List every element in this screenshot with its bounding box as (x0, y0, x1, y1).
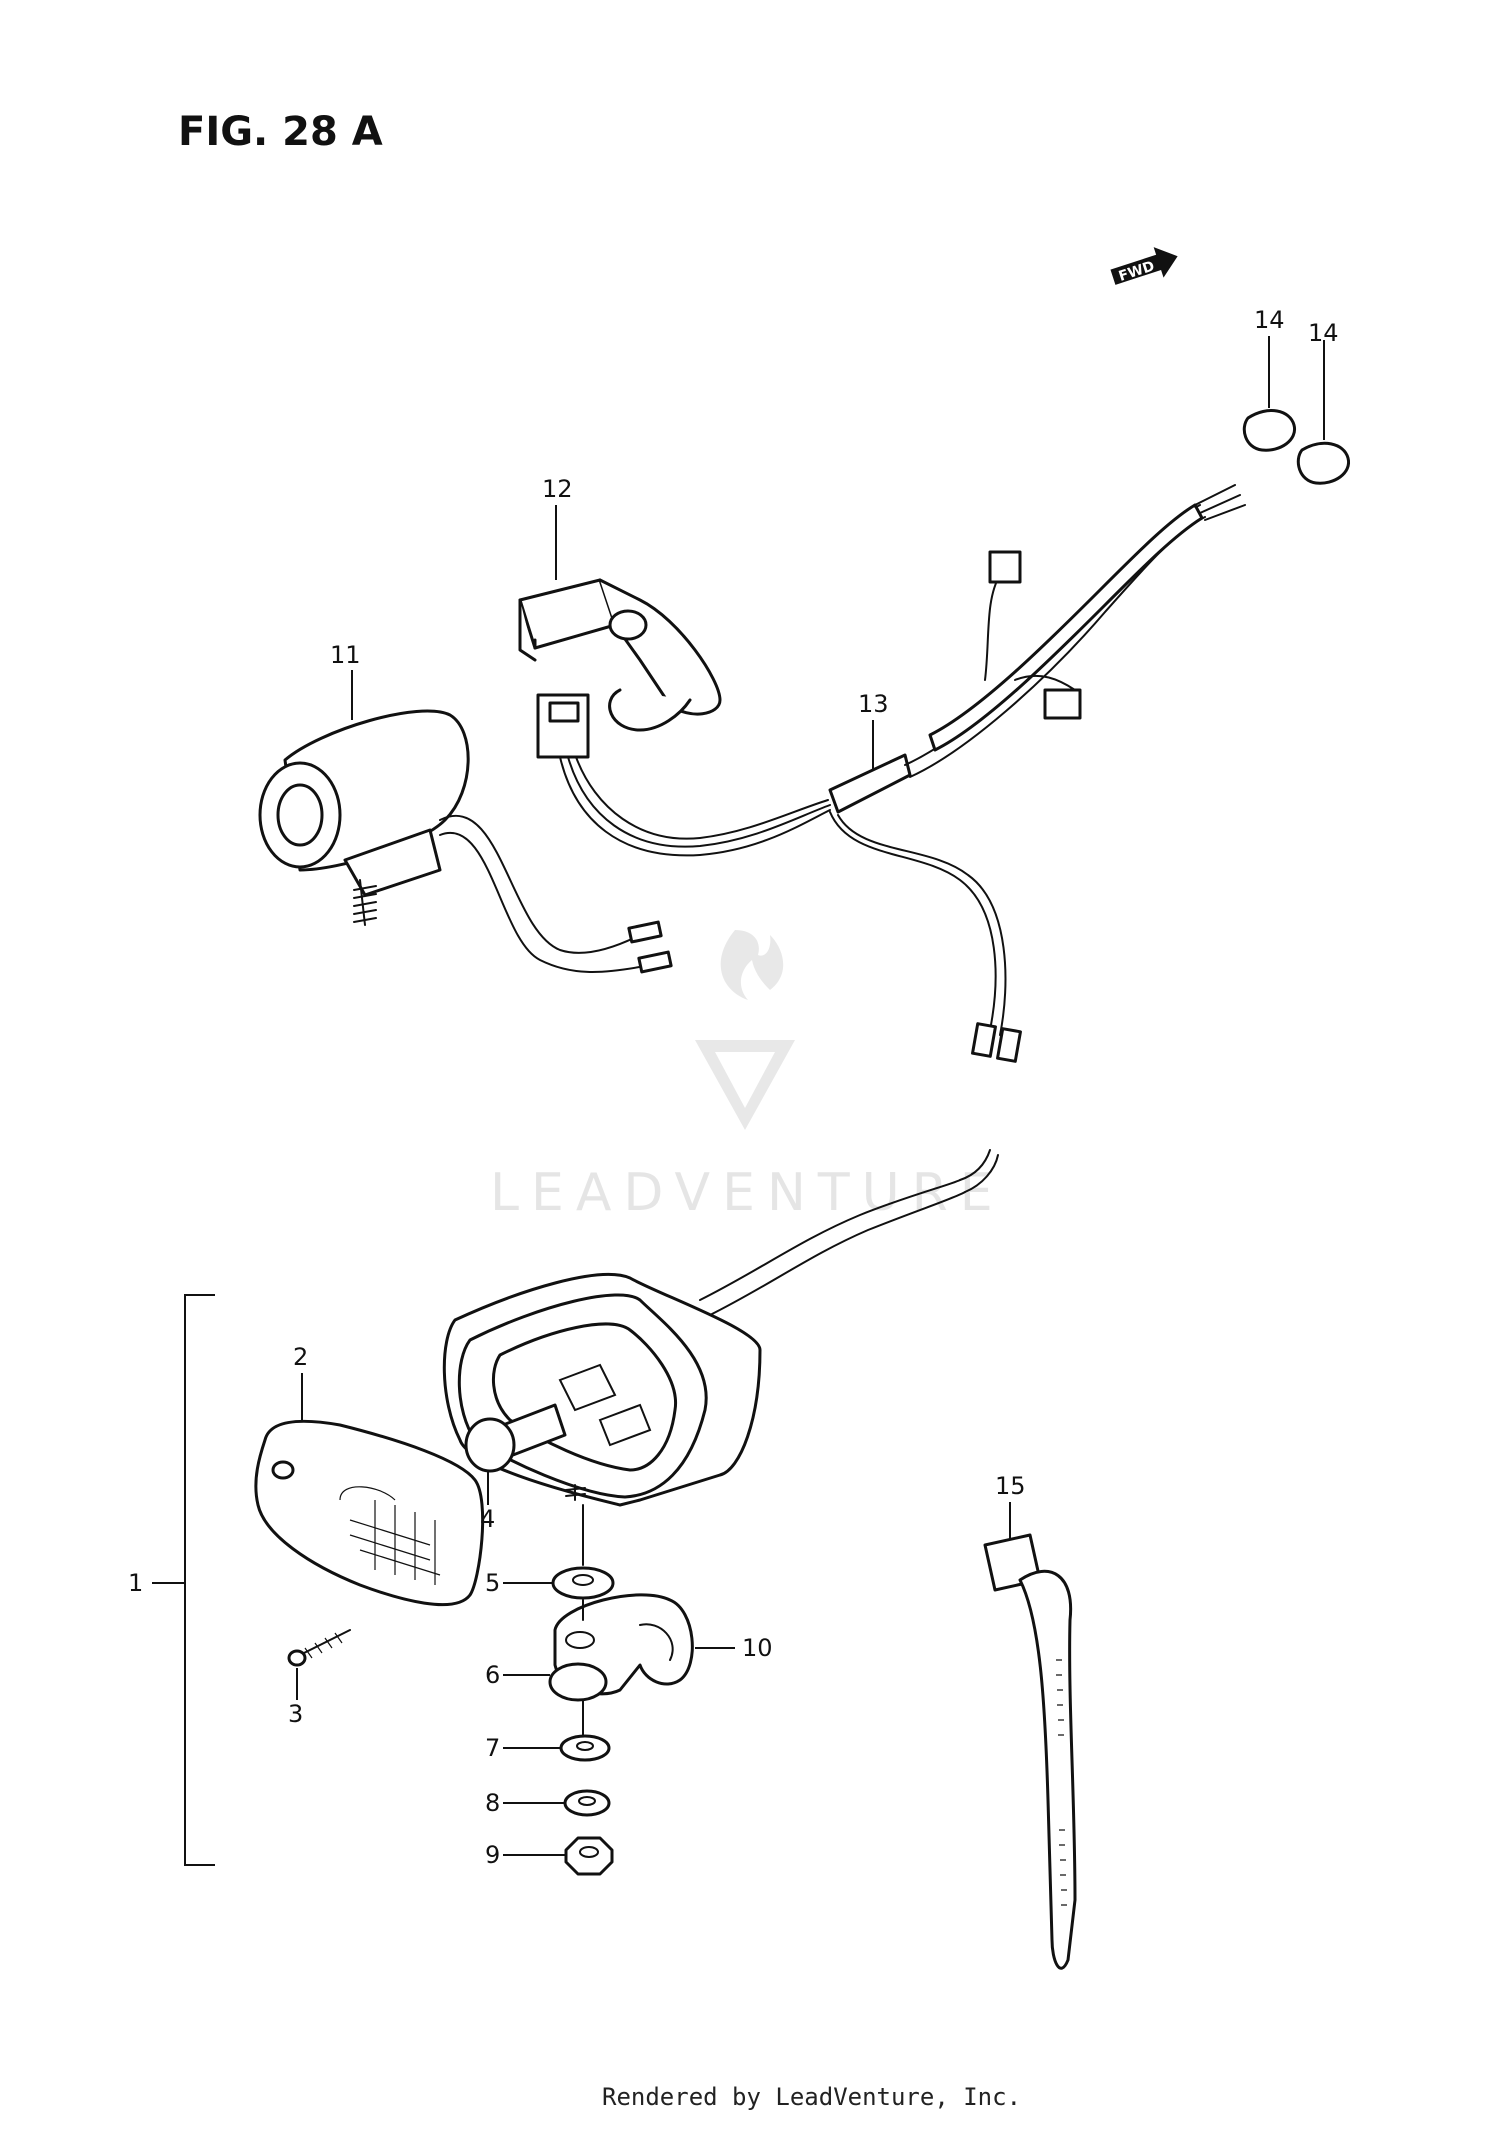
part-5-washer (551, 1566, 615, 1600)
callout-8[interactable]: 8 (485, 1789, 500, 1817)
fwd-label: FWD (1117, 258, 1157, 285)
part-7-washer (559, 1734, 611, 1762)
part-9-nut (564, 1836, 614, 1876)
figure-title: FIG. 28 A (178, 109, 383, 155)
callout-11[interactable]: 11 (330, 641, 361, 669)
callout-14b[interactable]: 14 (1308, 319, 1339, 347)
watermark-logo: LEADVENTURE (490, 930, 1005, 1223)
part-12-relay (518, 578, 722, 759)
fwd-arrow-icon: FWD (1110, 247, 1178, 285)
part-3-screw (287, 1629, 351, 1667)
callout-13[interactable]: 13 (858, 690, 889, 718)
callout-4[interactable]: 4 (480, 1505, 495, 1533)
assembly-bracket (184, 1294, 215, 1866)
callout-10[interactable]: 10 (742, 1634, 773, 1662)
callout-12[interactable]: 12 (542, 475, 573, 503)
part-2-lens (254, 1419, 485, 1607)
part-6-grommet (548, 1662, 608, 1702)
part-11-lamp (258, 709, 673, 974)
callout-14a[interactable]: 14 (1254, 306, 1285, 334)
callout-3[interactable]: 3 (288, 1700, 303, 1728)
part-4-bulb (464, 1403, 567, 1473)
callout-9[interactable]: 9 (485, 1841, 500, 1869)
leader-lines (152, 336, 1325, 1856)
part-15-cable-tie (983, 1533, 1077, 1970)
callout-2[interactable]: 2 (293, 1343, 308, 1371)
callout-1[interactable]: 1 (128, 1569, 143, 1597)
part-14-caps (1242, 409, 1351, 485)
callout-5[interactable]: 5 (485, 1569, 500, 1597)
callout-7[interactable]: 7 (485, 1734, 500, 1762)
footer-credit: Rendered by LeadVenture, Inc. (602, 2083, 1021, 2111)
callout-15[interactable]: 15 (995, 1472, 1026, 1500)
part-13-wiring-harness (559, 484, 1246, 1063)
watermark-text: LEADVENTURE (490, 1163, 1005, 1223)
callout-6[interactable]: 6 (485, 1661, 500, 1689)
part-8-lock-washer (563, 1789, 611, 1817)
